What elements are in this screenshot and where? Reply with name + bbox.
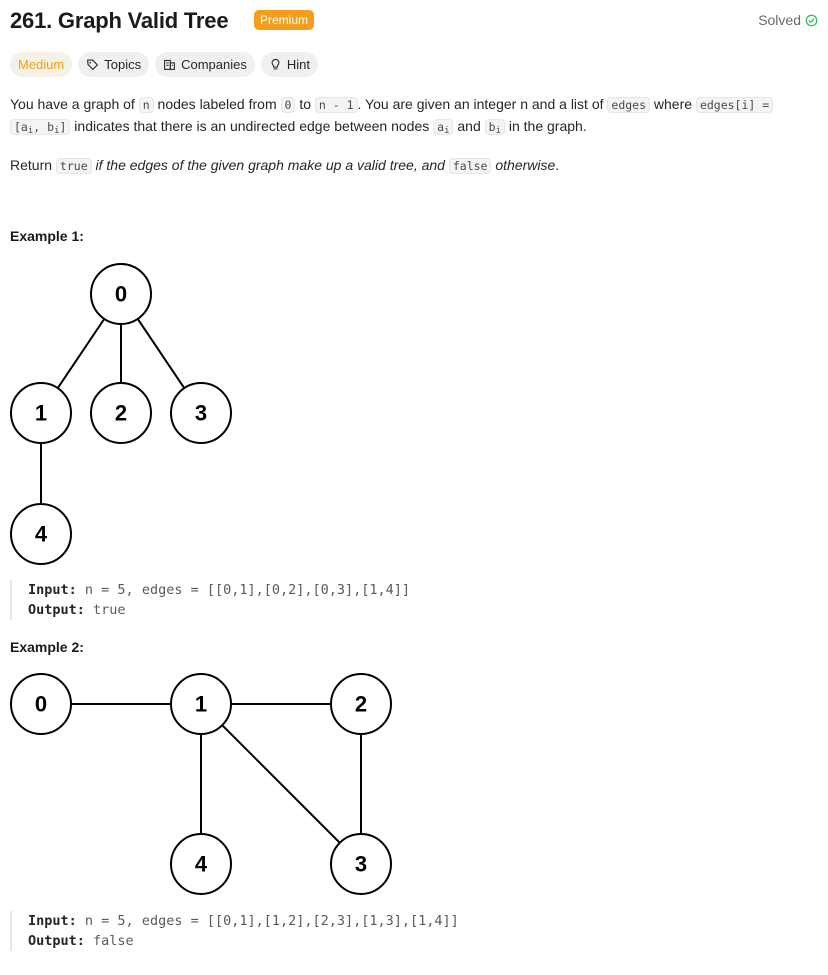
example-1-output: Output: true	[28, 600, 410, 620]
output-value: true	[93, 602, 126, 618]
subscript: i	[444, 126, 450, 136]
desc-text: indicates that there is an undirected ed…	[70, 118, 434, 134]
example-2-input: Input: n = 5, edges = [[0,1],[1,2],[2,3]…	[28, 911, 459, 931]
example-1-graph: 0 1 2 3 4	[10, 263, 232, 565]
graph-node: 2	[330, 673, 392, 735]
check-circle-icon	[805, 14, 818, 26]
node-label: 2	[355, 692, 367, 717]
desc-text: to	[295, 96, 315, 112]
subscript: i	[27, 126, 34, 136]
node-label: 2	[115, 401, 127, 426]
node-label: 1	[195, 692, 207, 717]
input-value: n = 5, edges = [[0,1],[1,2],[2,3],[1,3],…	[84, 913, 459, 929]
lightbulb-icon	[271, 58, 280, 70]
inline-code: 0	[280, 97, 296, 113]
node-label: 4	[35, 522, 48, 547]
inline-code: bi	[484, 119, 505, 136]
graph-node: 4	[170, 833, 232, 895]
solved-status: Solved	[758, 12, 818, 28]
node-label: 3	[355, 852, 367, 877]
code-part: ]	[59, 120, 67, 134]
inline-code: ai	[433, 119, 454, 136]
problem-title: 261. Graph Valid Tree	[10, 8, 229, 33]
problem-header: 261. Graph Valid Tree Premium Solved	[10, 8, 818, 36]
node-label: 1	[35, 401, 47, 426]
premium-badge[interactable]: Premium	[254, 10, 315, 30]
inline-code: n	[138, 97, 154, 113]
companies-label: Companies	[181, 57, 247, 72]
description-paragraph-2: Return true if the edges of the given gr…	[10, 155, 800, 177]
tag-icon	[87, 59, 99, 70]
graph-node: 0	[10, 673, 72, 735]
graph-node: 0	[90, 263, 152, 325]
graph-node: 1	[10, 382, 72, 444]
inline-code: true	[55, 158, 92, 174]
desc-italic: if the edges of the given graph make up …	[91, 157, 449, 173]
desc-italic: otherwise	[491, 157, 556, 173]
desc-text: in the graph.	[504, 118, 587, 134]
output-label: Output:	[28, 602, 85, 618]
example-2-graph: 0 1 2 3 4	[10, 673, 392, 895]
inline-code: n - 1	[314, 97, 358, 113]
inline-code: edges[i] =	[695, 97, 774, 113]
desc-text: You have a graph of	[10, 96, 139, 112]
graph-node: 3	[170, 382, 232, 444]
input-label: Input:	[28, 913, 77, 929]
code-part: a	[437, 120, 445, 134]
difficulty-badge[interactable]: Medium	[10, 52, 73, 77]
topics-label: Topics	[104, 57, 142, 72]
graph-node: 4	[10, 503, 72, 565]
output-label: Output:	[28, 933, 85, 949]
subscript: i	[495, 126, 501, 136]
desc-text: .	[555, 157, 560, 173]
node-label: 4	[195, 852, 208, 877]
graph-node: 2	[90, 382, 152, 444]
building-icon	[164, 59, 176, 70]
hint-label: Hint	[286, 57, 310, 72]
node-label: 3	[195, 401, 207, 426]
code-part: b	[488, 120, 496, 134]
graph-node: 1	[170, 673, 232, 735]
desc-text: and	[453, 118, 485, 134]
example-1-title: Example 1:	[10, 228, 84, 244]
inline-code: false	[448, 158, 492, 174]
input-label: Input:	[28, 582, 77, 598]
input-value: n = 5, edges = [[0,1],[0,2],[0,3],[1,4]]	[84, 582, 411, 598]
solved-label: Solved	[758, 12, 801, 28]
hint-button[interactable]: Hint	[260, 52, 318, 77]
code-part: [a	[14, 120, 28, 134]
graph-node: 3	[330, 833, 392, 895]
problem-description: You have a graph of n nodes labeled from…	[10, 94, 800, 190]
code-part: , b	[33, 120, 55, 134]
companies-button[interactable]: Companies	[155, 52, 255, 77]
example-1-input: Input: n = 5, edges = [[0,1],[0,2],[0,3]…	[28, 580, 410, 600]
graph-edge	[200, 703, 362, 865]
desc-text: Return	[10, 157, 56, 173]
topics-button[interactable]: Topics	[78, 52, 150, 77]
desc-text: nodes labeled from	[153, 96, 281, 112]
example-2-io: Input: n = 5, edges = [[0,1],[1,2],[2,3]…	[10, 911, 459, 951]
desc-text: . You are given an integer n and a list …	[357, 96, 608, 112]
example-2-output: Output: false	[28, 931, 459, 951]
inline-code: edges	[607, 97, 651, 113]
node-label: 0	[35, 692, 47, 717]
subscript: i	[54, 126, 60, 136]
description-paragraph-1: You have a graph of n nodes labeled from…	[10, 94, 800, 142]
example-1-io: Input: n = 5, edges = [[0,1],[0,2],[0,3]…	[10, 580, 410, 620]
desc-text: where	[650, 96, 696, 112]
example-2-title: Example 2:	[10, 639, 84, 655]
output-value: false	[93, 933, 134, 949]
tag-row: Medium Topics Companies Hint	[10, 52, 318, 77]
node-label: 0	[115, 282, 127, 307]
inline-code: [ai, bi]	[10, 119, 71, 136]
